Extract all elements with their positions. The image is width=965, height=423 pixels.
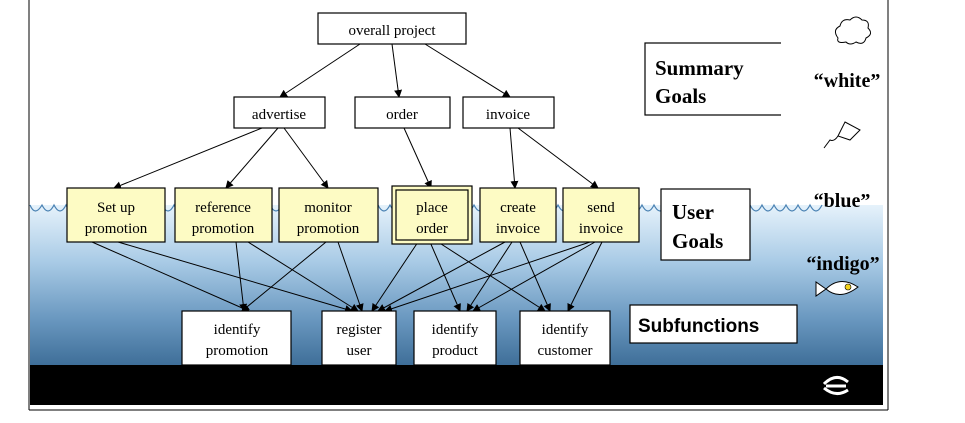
node-advertise: advertise (233, 96, 326, 129)
node-label-line2: product (432, 343, 479, 359)
node-register-user: register user (321, 310, 397, 366)
node-label: overall project (348, 23, 436, 39)
node-reference-promotion: reference promotion (174, 187, 273, 243)
legend-label-line1: Summary (655, 56, 744, 80)
node-label-line1: identify (432, 322, 479, 338)
node-identify-product: identify product (413, 310, 497, 366)
node-label-line1: Set up (97, 200, 135, 216)
node-overall-project: overall project (317, 12, 467, 45)
node-send-invoice: send invoice (562, 187, 640, 243)
node-label-line2: order (416, 221, 448, 237)
legend-label: Subfunctions (638, 316, 759, 337)
node-label-line2: promotion (297, 221, 360, 237)
node-identify-promotion: identify promotion (181, 310, 292, 366)
node-label-line2: user (347, 343, 372, 359)
node-label-line1: register (337, 322, 382, 338)
fish-icon (815, 281, 859, 297)
node-label: advertise (252, 107, 306, 123)
node-label-line2: invoice (496, 221, 540, 237)
node-label-line2: invoice (579, 221, 623, 237)
node-label: order (386, 107, 418, 123)
legend-subfunctions: Subfunctions (629, 304, 798, 344)
level-label-blue: “blue” (814, 190, 871, 212)
node-create-invoice: create invoice (479, 187, 557, 243)
node-label-line2: promotion (192, 221, 255, 237)
node-label-line1: reference (195, 200, 251, 216)
node-identify-customer: identify customer (519, 310, 611, 366)
node-place-order: place order (391, 185, 473, 245)
clam-icon (822, 376, 849, 395)
node-label-line1: identify (214, 322, 261, 338)
kite-icon (823, 121, 861, 149)
node-invoice: invoice (462, 96, 555, 129)
legend-label-line2: Goals (655, 84, 706, 108)
node-label-line1: monitor (304, 200, 352, 216)
node-monitor-promotion: monitor promotion (278, 187, 379, 243)
node-setup-promotion: Set up promotion (66, 187, 166, 243)
cloud-icon (834, 16, 872, 45)
node-order: order (354, 96, 451, 129)
legend-summary-goals: Summary Goals (644, 40, 791, 118)
node-label-line2: customer (538, 343, 593, 359)
node-label-line1: send (587, 200, 615, 216)
node-label-line1: identify (542, 322, 589, 338)
node-label-line1: place (416, 200, 448, 216)
level-label-indigo: “indigo” (806, 253, 879, 275)
node-label-line1: create (500, 200, 536, 216)
legend-label-line2: Goals (672, 229, 723, 253)
legend-label-line1: User (672, 200, 714, 224)
node-label-line2: promotion (206, 343, 269, 359)
node-label: invoice (486, 107, 530, 123)
level-label-white: “white” (814, 70, 881, 92)
seabed (30, 365, 883, 405)
node-label-line2: promotion (85, 221, 148, 237)
edges (91, 43, 603, 313)
legend-user-goals: User Goals (660, 188, 751, 261)
